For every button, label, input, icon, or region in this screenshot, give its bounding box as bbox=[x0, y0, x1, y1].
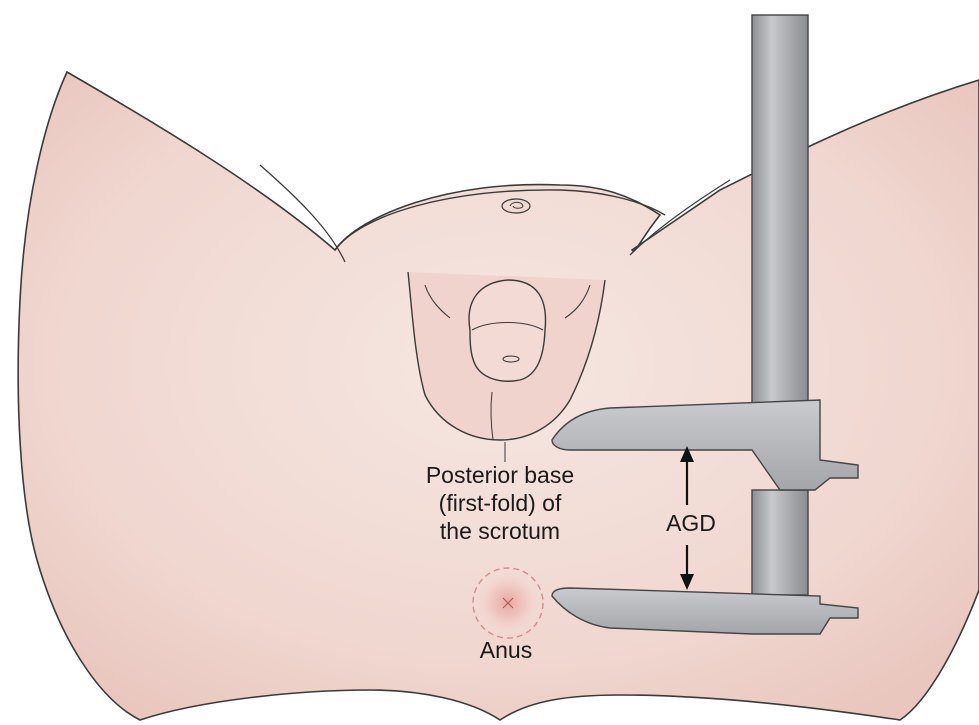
agd-label: AGD bbox=[663, 509, 719, 537]
scrotum-label-line-1: Posterior base bbox=[400, 461, 600, 489]
penis bbox=[469, 280, 545, 381]
scrotum-label-line-2: (first-fold) of bbox=[400, 489, 600, 517]
caliper-upper-shaft bbox=[752, 15, 808, 405]
anus-label: Anus bbox=[466, 636, 546, 664]
scrotum-base-label: Posterior base (first-fold) of the scrot… bbox=[400, 461, 600, 545]
caliper-lower-shaft bbox=[752, 490, 808, 595]
navel bbox=[502, 199, 530, 213]
scrotum-label-line-3: the scrotum bbox=[400, 517, 600, 545]
